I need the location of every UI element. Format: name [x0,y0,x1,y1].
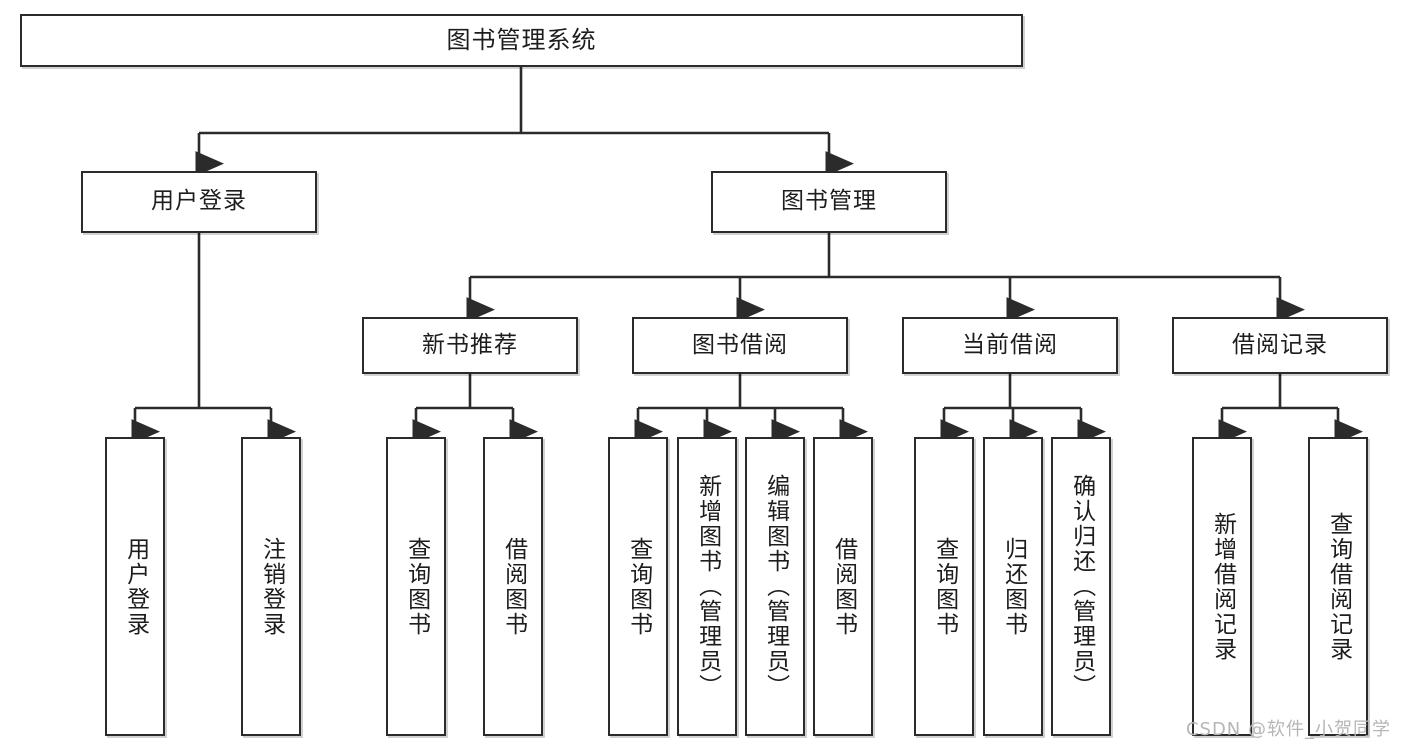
leaf-borrow-book[interactable]: 借阅图书 [813,437,873,736]
node-book-borrow-label: 图书借阅 [692,331,788,358]
node-current-borrow-label: 当前借阅 [962,331,1058,358]
leaf-query-book-current[interactable]: 查询图书 [914,437,974,736]
node-borrow-records[interactable]: 借阅记录 [1172,317,1388,374]
leaf-edit-book-admin-label: 编辑图书（管理员） [762,474,789,699]
leaf-return-book-label: 归还图书 [1000,536,1027,637]
node-user-login[interactable]: 用户登录 [81,171,317,233]
node-user-login-label: 用户登录 [151,188,247,215]
node-current-borrow[interactable]: 当前借阅 [902,317,1118,374]
leaf-confirm-return-admin[interactable]: 确认归还（管理员） [1051,437,1111,736]
leaf-logout-label: 注销登录 [258,536,285,637]
leaf-query-borrow-record-label: 查询借阅记录 [1325,511,1352,662]
leaf-add-book-admin[interactable]: 新增图书（管理员） [677,437,737,736]
node-root-label: 图书管理系统 [446,26,597,55]
leaf-add-book-admin-label: 新增图书（管理员） [694,474,721,699]
node-book-management[interactable]: 图书管理 [711,171,947,233]
leaf-query-book-borrow[interactable]: 查询图书 [608,437,668,736]
node-new-book-recommend[interactable]: 新书推荐 [362,317,578,374]
node-new-book-recommend-label: 新书推荐 [422,331,518,358]
leaf-borrow-book-label: 借阅图书 [830,536,857,637]
leaf-query-book-current-label: 查询图书 [931,536,958,637]
leaf-borrow-book-recommend[interactable]: 借阅图书 [483,437,543,736]
leaf-borrow-book-recommend-label: 借阅图书 [500,536,527,637]
leaf-query-book-recommend[interactable]: 查询图书 [386,437,446,736]
leaf-user-login[interactable]: 用户登录 [105,437,165,736]
leaf-return-book[interactable]: 归还图书 [983,437,1043,736]
leaf-query-book-recommend-label: 查询图书 [403,536,430,637]
leaf-confirm-return-admin-label: 确认归还（管理员） [1068,474,1095,699]
node-borrow-records-label: 借阅记录 [1232,331,1328,358]
node-book-management-label: 图书管理 [781,188,877,215]
node-book-borrow[interactable]: 图书借阅 [632,317,848,374]
leaf-user-login-label: 用户登录 [122,536,149,637]
leaf-add-borrow-record[interactable]: 新增借阅记录 [1192,437,1252,736]
leaf-edit-book-admin[interactable]: 编辑图书（管理员） [745,437,805,736]
leaf-query-book-borrow-label: 查询图书 [625,536,652,637]
node-root[interactable]: 图书管理系统 [20,14,1023,67]
leaf-query-borrow-record[interactable]: 查询借阅记录 [1308,437,1368,736]
leaf-logout[interactable]: 注销登录 [241,437,301,736]
leaf-add-borrow-record-label: 新增借阅记录 [1209,511,1236,662]
